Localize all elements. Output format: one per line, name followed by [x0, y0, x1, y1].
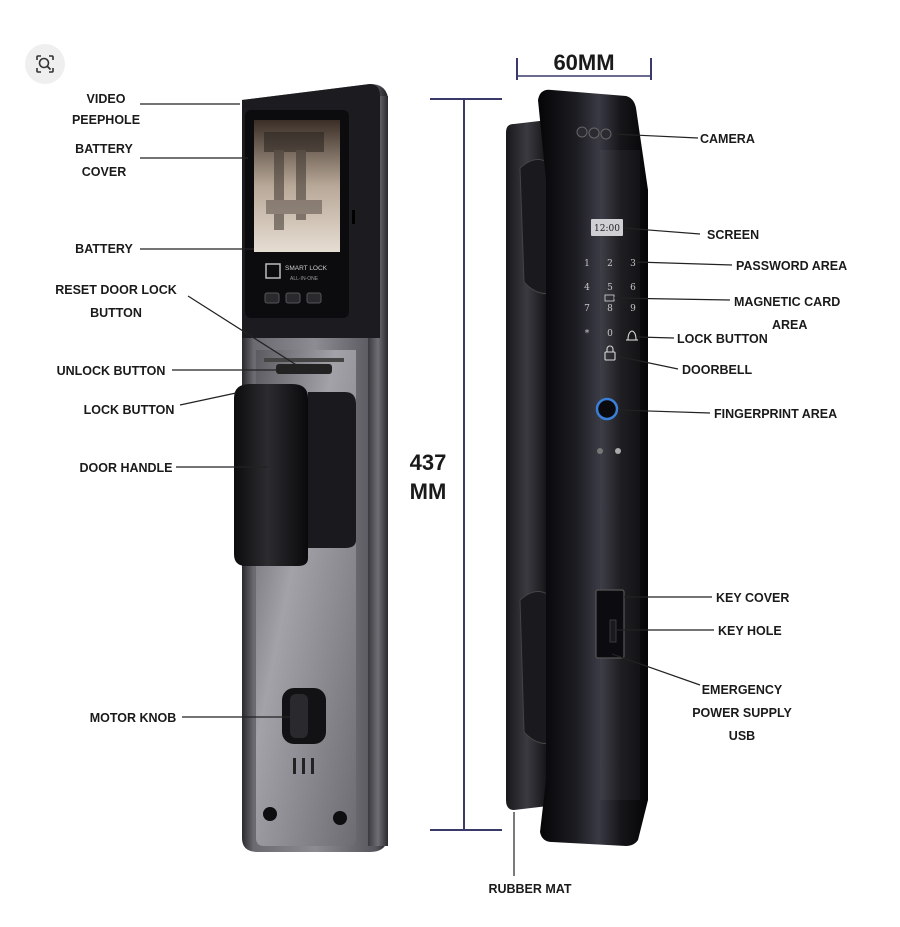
left-labels: VIDEO PEEPHOLE BATTERY COVER BATTERY RES… [55, 92, 177, 725]
outer-lock-unit: 12:00 1 2 3 4 5 6 7 8 9 * 0 [506, 89, 648, 846]
key-hole[interactable] [609, 619, 617, 643]
display-image-lock [264, 132, 324, 230]
unlock-button[interactable] [276, 364, 332, 374]
screw [333, 811, 347, 825]
key-1[interactable]: 1 [584, 259, 590, 269]
label-emergency-3: USB [729, 729, 755, 743]
clock-screen [591, 219, 623, 236]
screw [263, 807, 277, 821]
key-star[interactable]: * [585, 329, 590, 339]
label-key-cover: KEY COVER [716, 591, 789, 605]
body-highlight [600, 150, 640, 800]
handle-rear [308, 392, 356, 548]
height-dimension: 437 MM [396, 98, 502, 831]
label-doorbell: DOORBELL [682, 363, 753, 377]
label-rubber-mat: RUBBER MAT [488, 882, 571, 896]
label-magnetic-card-1: MAGNETIC CARD [734, 295, 840, 309]
key-2[interactable]: 2 [607, 259, 613, 269]
label-emergency-2: POWER SUPPLY [692, 706, 792, 720]
search-zoom-icon [36, 55, 54, 73]
label-lock-button-right: LOCK BUTTON [677, 332, 768, 346]
screen-button-3[interactable] [306, 292, 322, 304]
indicator-dot-1 [597, 448, 603, 454]
bell-icon[interactable] [626, 330, 638, 341]
key-7[interactable]: 7 [584, 304, 590, 314]
label-video-peephole-2: PEEPHOLE [72, 113, 140, 127]
width-value: 60MM [553, 50, 614, 75]
right-leaders [513, 133, 733, 876]
indicator-dot-2 [615, 448, 621, 454]
label-unlock-button: UNLOCK BUTTON [57, 364, 166, 378]
label-battery-cover-1: BATTERY [75, 142, 133, 156]
label-motor-knob: MOTOR KNOB [90, 711, 177, 725]
camera-lens-2 [588, 127, 600, 139]
door-handle[interactable] [234, 384, 308, 566]
label-camera: CAMERA [700, 132, 755, 146]
label-key-hole: KEY HOLE [718, 624, 782, 638]
label-door-handle: DOOR HANDLE [79, 461, 172, 475]
height-unit: MM [410, 479, 447, 504]
camera-lens-1 [576, 126, 588, 138]
key-3[interactable]: 3 [630, 259, 636, 269]
fingerprint-sensor[interactable] [595, 397, 619, 421]
key-4[interactable]: 4 [584, 283, 590, 293]
lock-button-strip[interactable] [264, 358, 344, 362]
height-value: 437 [410, 450, 447, 475]
keypad[interactable]: 1 2 3 4 5 6 7 8 9 * 0 [584, 259, 636, 339]
motor-knob-grip [290, 694, 308, 738]
key-9[interactable]: 9 [630, 304, 636, 314]
screen-button-1[interactable] [264, 292, 280, 304]
label-password-area: PASSWORD AREA [736, 259, 847, 273]
speaker-slot [352, 210, 355, 224]
key-5[interactable]: 5 [607, 283, 613, 293]
label-fingerprint-area: FINGERPRINT AREA [714, 407, 837, 421]
vent-slot [293, 758, 296, 774]
qr-code [265, 263, 281, 279]
label-video-peephole-1: VIDEO [87, 92, 126, 106]
label-lock-button-left: LOCK BUTTON [84, 403, 175, 417]
label-emergency-1: EMERGENCY [702, 683, 783, 697]
key-6[interactable]: 6 [630, 283, 636, 293]
label-battery: BATTERY [75, 242, 133, 256]
screen-brand-title: SMART LOCK [285, 265, 328, 272]
vent-slot [302, 758, 305, 774]
label-reset-button-2: BUTTON [90, 306, 142, 320]
label-screen: SCREEN [707, 228, 759, 242]
clock-text: 12:00 [594, 224, 620, 234]
screen-brand-sub: ALL-IN-ONE [290, 276, 319, 282]
label-reset-button-1: RESET DOOR LOCK [55, 283, 177, 297]
zoom-button[interactable] [25, 44, 65, 84]
label-magnetic-card-2: AREA [772, 318, 807, 332]
left-leaders [140, 103, 299, 718]
inner-lock-unit: SMART LOCK ALL-IN-ONE [234, 84, 388, 852]
width-dimension: 60MM [516, 44, 652, 80]
screen-button-2[interactable] [285, 292, 301, 304]
key-0[interactable]: 0 [607, 329, 613, 339]
label-battery-cover-2: COVER [82, 165, 126, 179]
padlock-icon[interactable] [604, 345, 616, 361]
right-labels: CAMERA SCREEN PASSWORD AREA MAGNETIC CAR… [488, 132, 847, 896]
camera-lens-3 [600, 128, 612, 140]
key-8[interactable]: 8 [607, 304, 613, 314]
vent-slot [311, 758, 314, 774]
